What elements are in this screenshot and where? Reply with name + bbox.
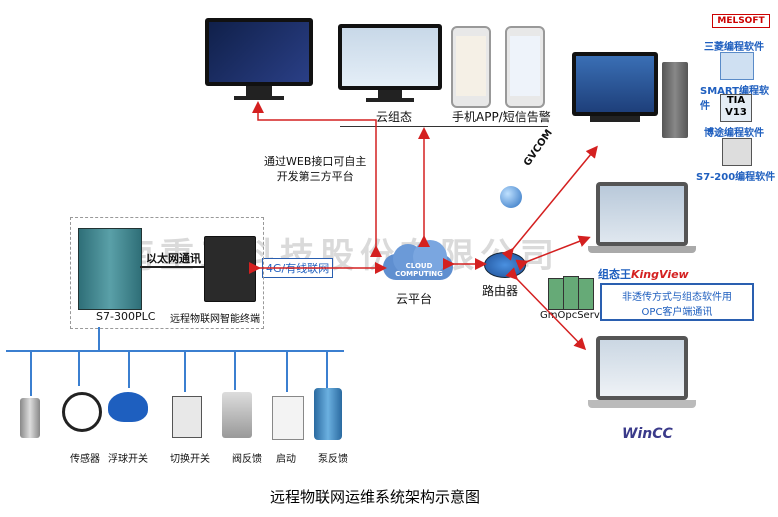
engineering-tower [662, 62, 688, 138]
tia-text: TIA [726, 95, 746, 106]
valve-actuator [222, 392, 252, 438]
top-divider [340, 126, 548, 127]
phone-1 [451, 26, 491, 108]
plc-device [78, 228, 142, 310]
contactor [272, 396, 304, 440]
melsoft-logo: MELSOFT [712, 14, 770, 28]
kingview-laptop-base [588, 246, 696, 253]
field-bus [6, 350, 344, 352]
dashboard-monitor-base [234, 96, 284, 100]
terminal-label: 远程物联网智能终端 [170, 314, 260, 325]
smart-icon [720, 52, 754, 80]
device-label-4: 阀反馈 [232, 454, 262, 465]
device-label-3: 切换开关 [170, 454, 210, 465]
dashboard-monitor-stand [246, 86, 272, 96]
opc-note-line-1: 非透传方式与组态软件用 [622, 292, 732, 303]
kingview-laptop [596, 182, 688, 246]
device-label-5: 启动 [276, 454, 296, 465]
cloud-config-monitor [338, 24, 442, 90]
arrow-router-to-wincc [505, 267, 587, 351]
wincc-laptop-base [588, 400, 696, 408]
kingview-label: 组态王KingView [598, 266, 689, 282]
drop-1 [30, 350, 32, 396]
cloud-config-monitor-stand [378, 90, 402, 98]
plc-label: S7-300PLC [96, 310, 156, 323]
terminal-device [204, 236, 256, 302]
melsoft-label: 三菱编程软件 [704, 42, 764, 53]
s7200-icon [722, 138, 752, 166]
arrow-router-to-kingview [515, 235, 591, 271]
selector-switch [172, 396, 202, 438]
pressure-transmitter [20, 398, 40, 438]
opc-note-line-2: OPC客户端通讯 [641, 307, 713, 318]
device-label-1: 传感器 [70, 454, 100, 465]
smart-label: SMART编程软件 [700, 86, 769, 112]
bus-drop [98, 327, 100, 351]
tia-logo: TIA V13 [720, 94, 752, 122]
engineering-monitor-base [590, 116, 640, 122]
s7200-label: S7-200编程软件 [696, 172, 776, 183]
engineering-monitor [572, 52, 658, 116]
arrow-router-to-engineering [501, 145, 598, 261]
drop-3 [128, 350, 130, 388]
ethernet-label: 以太网通讯 [146, 252, 201, 265]
arrow-cloud-to-dashboard [252, 101, 382, 257]
dashboard-monitor [205, 18, 313, 86]
sensor-device [62, 392, 102, 432]
float-switch [108, 392, 148, 422]
mobile-app-label: 手机APP/短信告警 [452, 110, 551, 124]
opc-note-box: 非透传方式与组态软件用 OPC客户端通讯 [600, 283, 754, 321]
cloud-config-label: 云组态 [376, 110, 413, 124]
phone-2 [505, 26, 545, 108]
drop-2 [78, 350, 80, 386]
cloud-icon [383, 240, 453, 280]
diagram-caption: 远程物联网运维系统架构示意图 [270, 488, 481, 506]
drop-4 [184, 350, 186, 392]
cloud-text: CLOUD COMPUTING [395, 262, 443, 278]
tia-label: 博途编程软件 [704, 128, 764, 139]
device-label-2: 浮球开关 [108, 454, 148, 465]
wincc-laptop [596, 336, 688, 400]
ethernet-link [140, 266, 204, 268]
cloud-platform-label: 云平台 [396, 292, 433, 306]
pump [314, 388, 342, 440]
drop-5 [234, 350, 236, 390]
drop-7 [326, 350, 328, 388]
tia-version: V13 [725, 107, 747, 118]
wincc-logo: WinCC [622, 426, 673, 442]
drop-6 [286, 350, 288, 392]
kingview-prefix: 组态王 [598, 268, 631, 281]
cloud-config-monitor-base [366, 98, 414, 102]
kingview-name: KingView [631, 268, 689, 281]
device-label-6: 泵反馈 [318, 454, 348, 465]
